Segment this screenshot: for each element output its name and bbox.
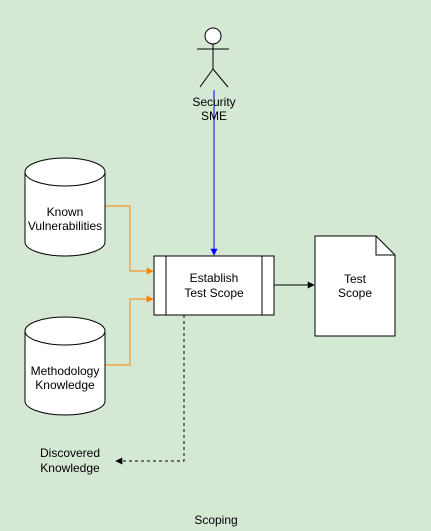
database-top [24,316,106,346]
process-box [153,255,275,316]
database-icon [24,172,106,257]
discovered-label-line1: Discovered [40,446,100,460]
document-fold [375,236,395,256]
connectors [105,90,315,465]
database-known-vulnerabilities: Known Vulnerabilities [24,157,106,257]
methodology-label-line2: Knowledge [35,378,95,392]
known-vulns-to-process-arrow [105,205,154,275]
database-top [24,157,106,187]
stick-figure-icon [197,27,229,88]
output-discovered-knowledge: Discovered Knowledge [40,446,100,475]
known-vulns-label-line2: Vulnerabilities [28,219,102,233]
methodology-label-line1: Methodology [31,364,100,378]
process-label-line1: Establish [190,271,239,285]
document-test-scope: Test Scope [314,235,396,337]
process-label-line2: Test Scope [184,286,244,300]
discovered-label-line2: Knowledge [40,461,100,475]
database-methodology-knowledge: Methodology Knowledge [24,316,106,416]
process-to-discovered-knowledge-arrow [115,315,185,465]
document-label-line1: Test [344,272,367,286]
database-icon [24,331,106,416]
diagram-caption: Scoping [194,513,237,527]
document-icon [314,235,396,337]
actor-security-sme: Security SME [192,27,236,123]
methodology-to-process-arrow [105,295,154,366]
actor-label-line1: Security [192,95,235,109]
known-vulns-label-line1: Known [47,205,84,219]
actor-label-line2: SME [201,109,227,123]
process-establish-test-scope: Establish Test Scope [153,255,275,316]
document-label-line2: Scope [338,286,372,300]
